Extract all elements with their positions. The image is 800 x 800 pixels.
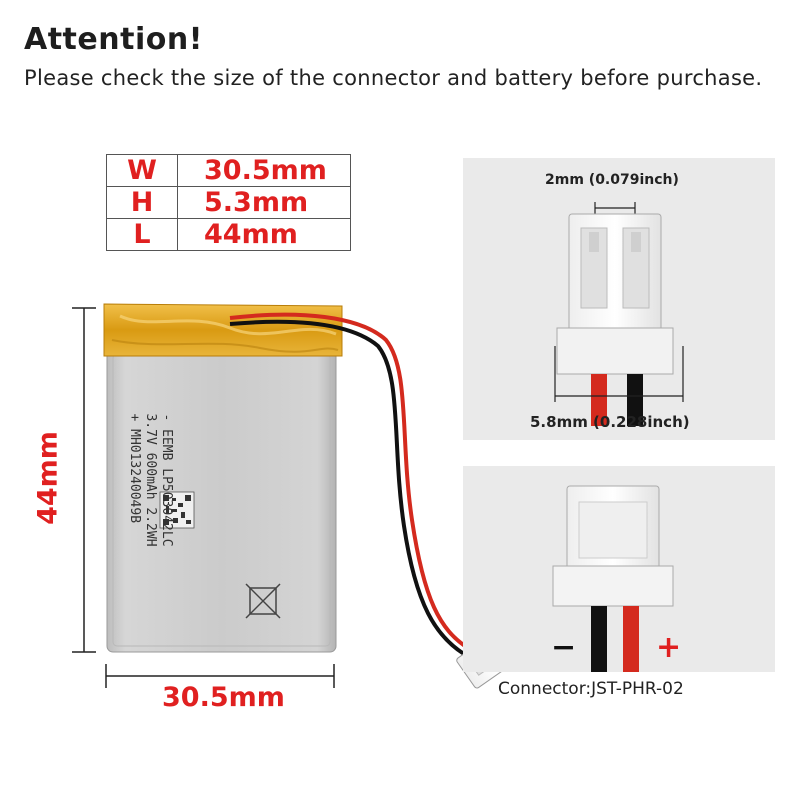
length-dimension-line xyxy=(72,307,96,653)
dimension-key: L xyxy=(106,218,178,251)
length-label: 44mm xyxy=(32,431,64,525)
battery-cell xyxy=(103,303,343,653)
width-label: 30.5mm xyxy=(162,682,285,713)
positive-polarity-symbol: + xyxy=(656,630,682,665)
battery-print-line: 3.7V 600mAh 2.2WH xyxy=(143,413,158,547)
dimension-value: 5.3mm xyxy=(177,186,351,219)
connector-pitch-illustration xyxy=(554,202,684,426)
attention-heading: Attention! xyxy=(24,22,203,57)
connector-name-label: Connector:JST-PHR-02 xyxy=(498,679,684,699)
dimension-key: H xyxy=(106,186,178,219)
battery-printed-text: - EEMB LP503042LC 3.7V 600mAh 2.2WH + MH… xyxy=(126,413,174,546)
connector-width-label: 5.8mm (0.228inch) xyxy=(530,413,690,431)
pitch-dimension-label: 2mm (0.079inch) xyxy=(545,172,679,188)
table-row: L 44mm xyxy=(106,218,351,251)
table-row: H 5.3mm xyxy=(106,186,351,219)
battery-print-line: - EEMB LP503042LC xyxy=(159,413,174,547)
attention-subtitle: Please check the size of the connector a… xyxy=(24,66,763,90)
battery-print-line: + MH013240049B xyxy=(127,413,142,524)
dimensions-table: W 30.5mm H 5.3mm L 44mm xyxy=(106,154,351,251)
table-row: W 30.5mm xyxy=(106,154,351,187)
connector-pitch-panel xyxy=(463,158,775,440)
dimension-value: 44mm xyxy=(177,218,351,251)
connector-polarity-panel xyxy=(463,466,775,672)
negative-polarity-symbol: − xyxy=(551,630,577,665)
dimension-value: 30.5mm xyxy=(177,154,351,187)
dimension-key: W xyxy=(106,154,178,187)
width-dimension-line xyxy=(105,664,335,688)
connector-polarity-illustration xyxy=(552,485,674,672)
battery-wires xyxy=(229,312,470,656)
